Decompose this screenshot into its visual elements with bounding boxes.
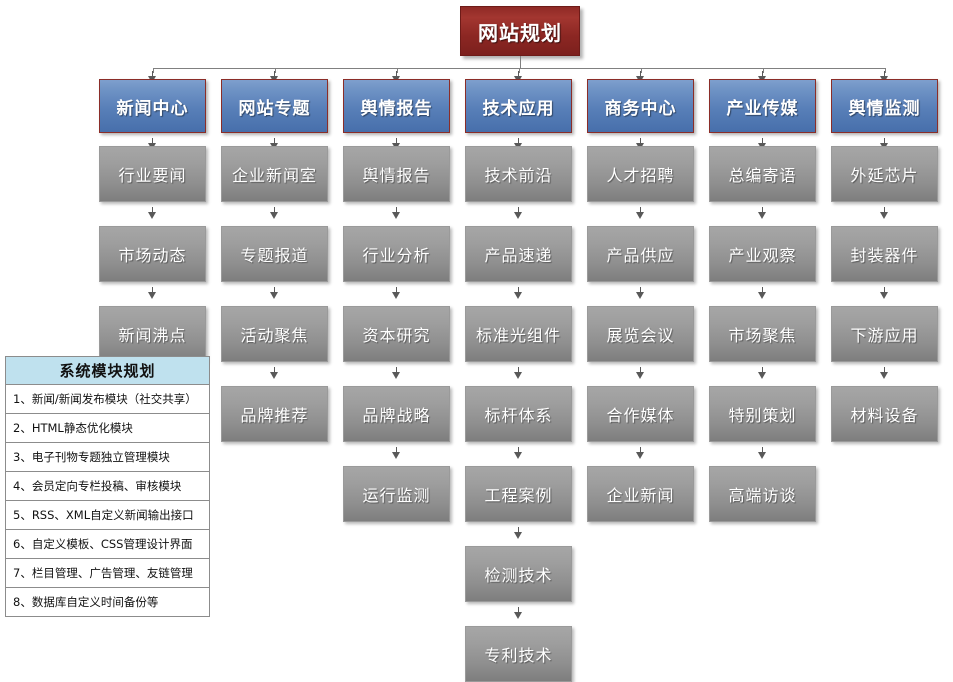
arrow-col5-item3	[636, 287, 645, 299]
leaf-box-col3-item1[interactable]: 舆情报告	[343, 146, 450, 202]
leaf-box-col4-item3[interactable]: 标准光组件	[465, 306, 572, 362]
leaf-box-col3-item3[interactable]: 资本研究	[343, 306, 450, 362]
arrow-col7-item4	[880, 367, 889, 379]
arrow-col3-item3	[392, 287, 401, 299]
bus-drop-connector-7	[884, 68, 886, 73]
arrow-col6-item3	[758, 287, 767, 299]
leaf-box-col2-item3[interactable]: 活动聚焦	[221, 306, 328, 362]
leaf-box-col5-item2[interactable]: 产品供应	[587, 226, 694, 282]
category-box-4[interactable]: 技术应用	[465, 79, 572, 133]
arrow-col5-item4	[636, 367, 645, 379]
arrow-col2-item4	[270, 367, 279, 379]
leaf-box-col6-item4[interactable]: 特别策划	[709, 386, 816, 442]
module-list-item-2[interactable]: 2、HTML静态优化模块	[5, 414, 210, 443]
leaf-box-col7-item4[interactable]: 材料设备	[831, 386, 938, 442]
arrow-col4-item3	[514, 287, 523, 299]
leaf-box-col3-item5[interactable]: 运行监测	[343, 466, 450, 522]
leaf-box-col2-item1[interactable]: 企业新闻室	[221, 146, 328, 202]
root-trunk-connector	[520, 56, 521, 68]
bus-drop-connector-2	[274, 68, 276, 73]
category-box-1[interactable]: 新闻中心	[99, 79, 206, 133]
arrow-col6-item5	[758, 447, 767, 459]
root-node: 网站规划	[460, 6, 580, 56]
leaf-box-col2-item2[interactable]: 专题报道	[221, 226, 328, 282]
arrow-col4-item6	[514, 527, 523, 539]
leaf-box-col6-item3[interactable]: 市场聚焦	[709, 306, 816, 362]
module-list-item-7[interactable]: 7、栏目管理、广告管理、友链管理	[5, 559, 210, 588]
arrow-col3-item4	[392, 367, 401, 379]
leaf-box-col6-item1[interactable]: 总编寄语	[709, 146, 816, 202]
leaf-box-col1-item2[interactable]: 市场动态	[99, 226, 206, 282]
leaf-box-col4-item5[interactable]: 工程案例	[465, 466, 572, 522]
bus-drop-connector-4	[518, 68, 520, 73]
org-chart-canvas: 网站规划新闻中心行业要闻市场动态新闻沸点 网站专题企业新闻室专题报道活动聚焦品牌推…	[99, 6, 938, 682]
arrow-col1-item2	[148, 207, 157, 219]
leaf-box-col7-item3[interactable]: 下游应用	[831, 306, 938, 362]
arrow-col3-item5	[392, 447, 401, 459]
leaf-box-col5-item5[interactable]: 企业新闻	[587, 466, 694, 522]
category-box-7[interactable]: 舆情监测	[831, 79, 938, 133]
leaf-box-col5-item4[interactable]: 合作媒体	[587, 386, 694, 442]
arrow-col4-item5	[514, 447, 523, 459]
bus-drop-connector-6	[762, 68, 764, 73]
category-box-6[interactable]: 产业传媒	[709, 79, 816, 133]
leaf-box-col7-item1[interactable]: 外延芯片	[831, 146, 938, 202]
leaf-box-col4-item6[interactable]: 检测技术	[465, 546, 572, 602]
leaf-box-col2-item4[interactable]: 品牌推荐	[221, 386, 328, 442]
category-box-2[interactable]: 网站专题	[221, 79, 328, 133]
bus-drop-connector-1	[152, 68, 154, 73]
leaf-box-col4-item7[interactable]: 专利技术	[465, 626, 572, 682]
arrow-col4-item2	[514, 207, 523, 219]
arrow-col2-item3	[270, 287, 279, 299]
leaf-box-col3-item2[interactable]: 行业分析	[343, 226, 450, 282]
module-list-item-5[interactable]: 5、RSS、XML自定义新闻输出接口	[5, 501, 210, 530]
leaf-box-col6-item5[interactable]: 高端访谈	[709, 466, 816, 522]
leaf-box-col4-item1[interactable]: 技术前沿	[465, 146, 572, 202]
bus-drop-connector-5	[640, 68, 642, 73]
arrow-col7-item2	[880, 207, 889, 219]
leaf-box-col1-item1[interactable]: 行业要闻	[99, 146, 206, 202]
arrow-col5-item5	[636, 447, 645, 459]
arrow-col4-item7	[514, 607, 523, 619]
leaf-box-col4-item4[interactable]: 标杆体系	[465, 386, 572, 442]
leaf-box-col1-item3[interactable]: 新闻沸点	[99, 306, 206, 362]
module-list-item-8[interactable]: 8、数据库自定义时间备份等	[5, 588, 210, 617]
arrow-col6-item4	[758, 367, 767, 379]
category-box-3[interactable]: 舆情报告	[343, 79, 450, 133]
leaf-box-col5-item3[interactable]: 展览会议	[587, 306, 694, 362]
category-box-5[interactable]: 商务中心	[587, 79, 694, 133]
module-list-item-3[interactable]: 3、电子刊物专题独立管理模块	[5, 443, 210, 472]
arrow-col2-item2	[270, 207, 279, 219]
module-list-item-1[interactable]: 1、新闻/新闻发布模块（社交共享）	[5, 385, 210, 414]
arrow-col5-item2	[636, 207, 645, 219]
leaf-box-col6-item2[interactable]: 产业观察	[709, 226, 816, 282]
leaf-box-col5-item1[interactable]: 人才招聘	[587, 146, 694, 202]
arrow-col6-item2	[758, 207, 767, 219]
bus-drop-connector-3	[396, 68, 398, 73]
leaf-box-col7-item2[interactable]: 封装器件	[831, 226, 938, 282]
system-modules-title: 系统模块规划	[5, 356, 210, 385]
arrow-col4-item4	[514, 367, 523, 379]
leaf-box-col4-item2[interactable]: 产品速递	[465, 226, 572, 282]
arrow-col3-item2	[392, 207, 401, 219]
module-list-item-4[interactable]: 4、会员定向专栏投稿、审核模块	[5, 472, 210, 501]
module-list-item-6[interactable]: 6、自定义模板、CSS管理设计界面	[5, 530, 210, 559]
arrow-col7-item3	[880, 287, 889, 299]
leaf-box-col3-item4[interactable]: 品牌战略	[343, 386, 450, 442]
arrow-col1-item3	[148, 287, 157, 299]
